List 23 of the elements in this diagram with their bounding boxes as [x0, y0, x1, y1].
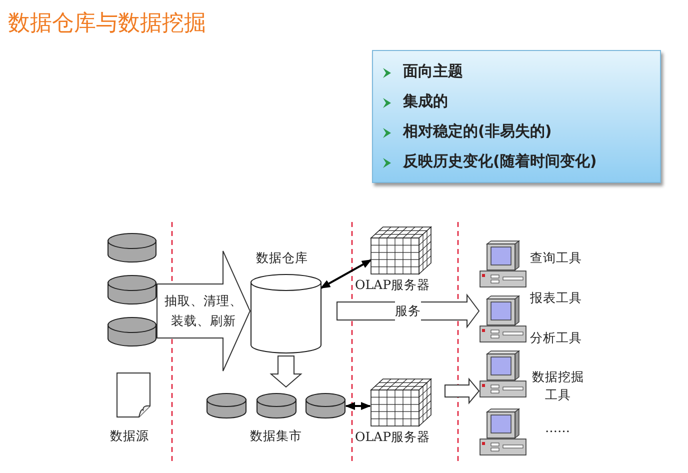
bullet-item: 面向主题 — [403, 62, 463, 81]
tool-label: 数据挖掘工具 — [531, 368, 585, 404]
caption: 数据集市 — [250, 428, 302, 445]
node-label: 数据源 — [110, 428, 149, 445]
tool-label: …… — [545, 420, 570, 435]
server-label: OLAP服务器 — [355, 277, 430, 294]
tool-label: 查询工具 — [530, 250, 582, 267]
cylinder-label: 数据仓库 — [256, 250, 308, 267]
block-arrow — [156, 250, 251, 372]
title: 数据仓库与数据挖掘 — [8, 10, 206, 38]
server-label: OLAP服务器 — [355, 429, 430, 446]
block-arrow — [270, 356, 302, 388]
tool-label: 分析工具 — [530, 330, 582, 347]
bullet-item: 反映历史变化(随着时间变化) — [403, 152, 597, 171]
arrow — [320, 259, 372, 289]
bullet-item: 相对稳定的(非易失的) — [403, 122, 552, 141]
arrow — [345, 402, 371, 410]
bullet-item: 集成的 — [403, 92, 448, 111]
feature-panel — [372, 50, 661, 183]
tool-label: 报表工具 — [530, 290, 582, 307]
edge-label: 服务 — [395, 301, 421, 321]
block-arrow — [444, 378, 480, 404]
edge-label: 抽取、清理、装载、刷新 — [164, 292, 244, 330]
